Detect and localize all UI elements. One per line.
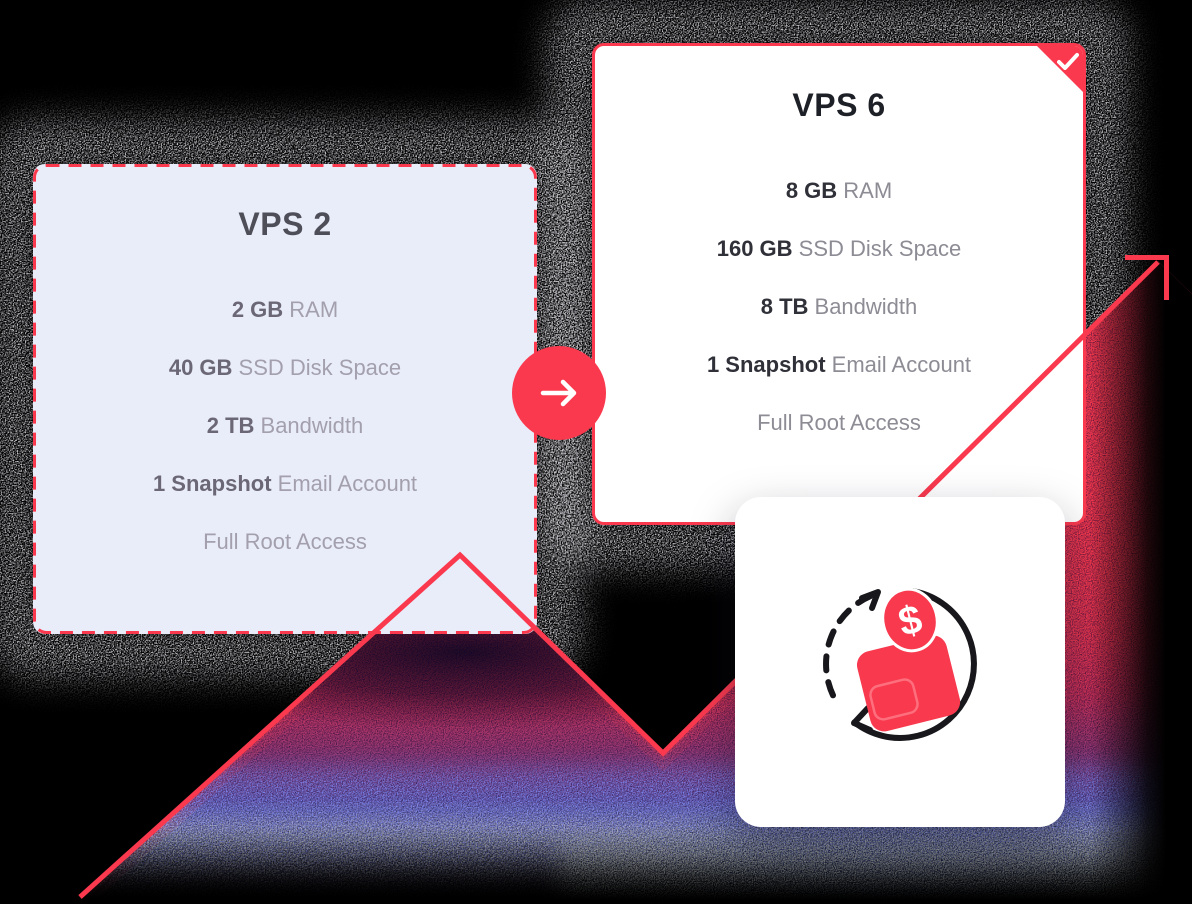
feature-label: Bandwidth [808, 294, 918, 319]
feature-label: Full Root Access [757, 410, 921, 435]
feature-label: Bandwidth [254, 413, 364, 438]
plan-feature: 160 GB SSD Disk Space [595, 234, 1083, 264]
money-back-card: $ [735, 497, 1065, 827]
plan-feature: 2 TB Bandwidth [33, 411, 537, 441]
plan-feature: 8 GB RAM [595, 176, 1083, 206]
plan-card-vps2[interactable]: VPS 2 2 GB RAM 40 GB SSD Disk Space 2 TB B… [33, 164, 537, 634]
feature-label: RAM [283, 297, 339, 322]
plan-features: 2 GB RAM 40 GB SSD Disk Space 2 TB Bandwid… [33, 295, 537, 557]
plan-title: VPS 2 [238, 206, 332, 242]
plan-feature: 40 GB SSD Disk Space [33, 353, 537, 383]
money-back-icon: $ [823, 587, 977, 741]
feature-value: 2 GB [231, 297, 284, 322]
feature-label: SSD Disk Space [232, 355, 402, 380]
plan-title: VPS 6 [792, 87, 886, 123]
plan-feature: 1 Snapshot Email Account [595, 350, 1083, 380]
plan-feature: 1 Snapshot Email Account [33, 469, 537, 499]
plan-feature: Full Root Access [33, 527, 537, 557]
plan-features: 8 GB RAM 160 GB SSD Disk Space 8 TB Bandwi… [595, 176, 1083, 438]
feature-value: 8 GB [785, 178, 838, 203]
feature-value: 1 Snapshot [152, 471, 272, 496]
plan-feature: 2 GB RAM [33, 295, 537, 325]
feature-label: Email Account [825, 352, 972, 377]
plan-card-vps6[interactable]: VPS 6 8 GB RAM 160 GB SSD Disk Space 8 TB … [592, 43, 1086, 525]
feature-label: Email Account [271, 471, 418, 496]
feature-value: 8 TB [760, 294, 809, 319]
feature-label: SSD Disk Space [792, 236, 962, 261]
plan-feature: Full Root Access [595, 408, 1083, 438]
arrow-right-icon [540, 379, 577, 407]
upgrade-arrow-button[interactable] [512, 346, 606, 440]
feature-value: 2 TB [206, 413, 255, 438]
feature-value: 40 GB [168, 355, 233, 380]
check-icon [1057, 53, 1079, 70]
feature-label: RAM [837, 178, 893, 203]
feature-label: Full Root Access [203, 529, 367, 554]
feature-value: 1 Snapshot [706, 352, 826, 377]
plan-feature: 8 TB Bandwidth [595, 292, 1083, 322]
feature-value: 160 GB [716, 236, 793, 261]
